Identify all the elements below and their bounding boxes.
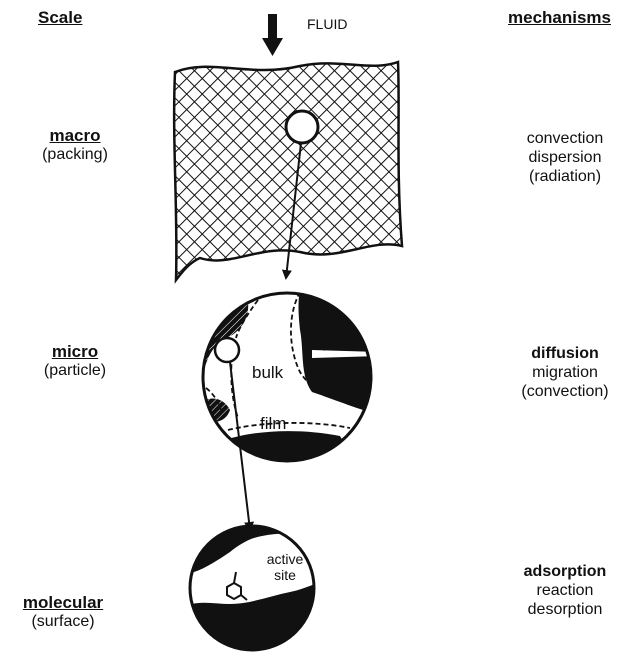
surface-view [185,520,320,658]
particle-highlight [286,111,318,143]
fluid-label: FLUID [307,16,347,32]
film-label: film [260,414,286,433]
active-site-label-line1: active [267,551,304,567]
fluid-arrow [262,14,283,56]
bulk-label: bulk [252,363,284,382]
active-site-label-line2: site [274,567,296,583]
packing-bed [174,62,402,280]
pore-label: pore [322,332,356,351]
surface-highlight [215,338,239,362]
